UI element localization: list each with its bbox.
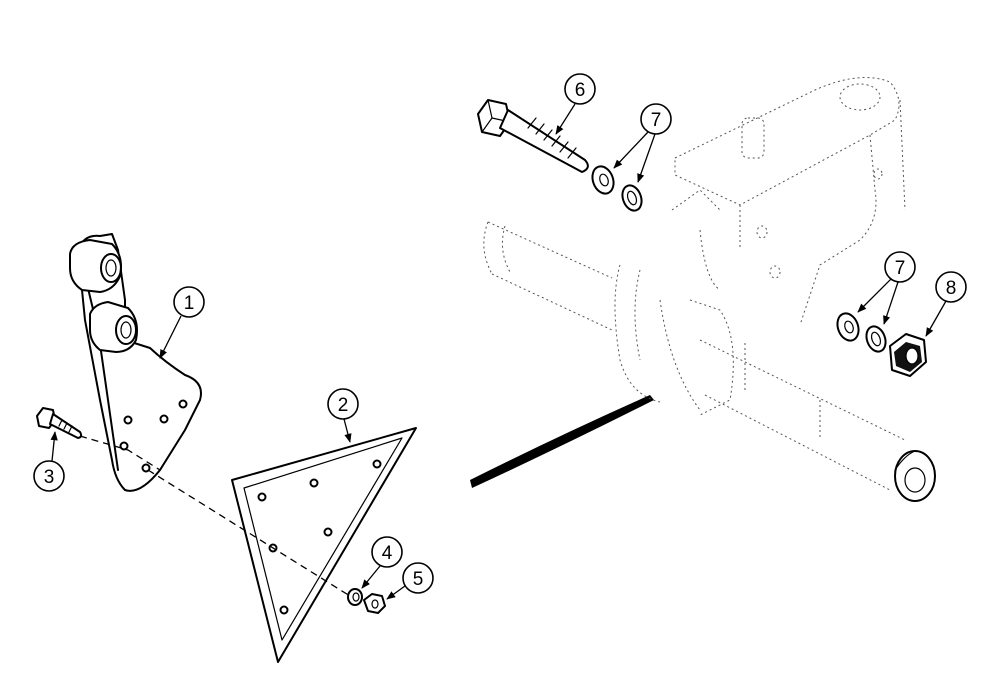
- assembly-line-screw: [79, 435, 161, 471]
- callout-3: 3: [33, 431, 65, 492]
- callout-7-right: 7: [857, 251, 916, 325]
- plate-nut: [363, 593, 386, 614]
- callout-5: 5: [386, 562, 434, 600]
- axle-right-tube: [699, 339, 906, 491]
- deflector-bracket: [69, 233, 202, 492]
- callout-5-label: 5: [413, 569, 424, 590]
- pivot-bracket: [674, 77, 906, 326]
- axle-pivot-assembly: [470, 77, 936, 502]
- axle-end: [894, 450, 936, 502]
- callout-1: 1: [159, 286, 205, 359]
- callout-7-left-label: 7: [651, 110, 662, 131]
- callout-7-right-label: 7: [895, 258, 906, 279]
- callout-6: 6: [555, 73, 596, 135]
- pivot-bolt: [477, 99, 589, 173]
- lock-washer-left: [591, 165, 615, 195]
- callout-6-label: 6: [575, 80, 586, 101]
- callout-2: 2: [327, 388, 359, 443]
- callout-8-label: 8: [946, 278, 957, 299]
- flat-washer-right: [865, 325, 887, 353]
- flat-washer-left: [621, 184, 643, 212]
- direction-arrow: [470, 395, 654, 488]
- callout-3-label: 3: [44, 467, 55, 488]
- callout-8: 8: [925, 271, 967, 337]
- assembly-line-plate: [147, 469, 351, 597]
- axle-clamp: [614, 189, 734, 416]
- callout-1-label: 1: [184, 293, 195, 314]
- callout-4-label: 4: [382, 543, 393, 564]
- lock-washer-right: [836, 312, 860, 342]
- callout-2-label: 2: [338, 395, 349, 416]
- callout-7-left: 7: [613, 103, 672, 183]
- axle-left-tube: [483, 221, 613, 331]
- plate-washer: [347, 588, 363, 606]
- deflector-bracket-assembly: [36, 233, 417, 663]
- deflector-plate: [231, 427, 417, 663]
- bracket-screw: [36, 407, 83, 439]
- callout-4: 4: [361, 536, 403, 589]
- pivot-nut: [889, 333, 927, 377]
